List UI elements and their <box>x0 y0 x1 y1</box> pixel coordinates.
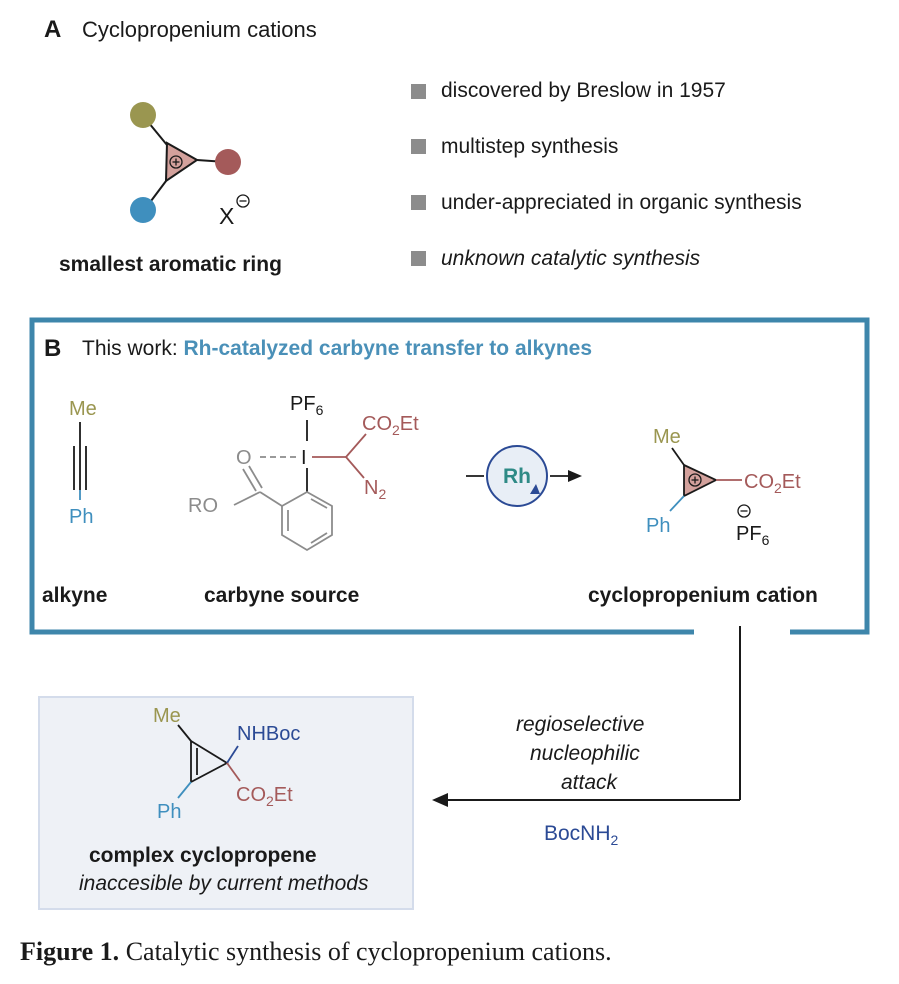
panel-b-letter: B <box>44 335 62 362</box>
substituent-olive-ball <box>130 102 156 128</box>
reagent-label: BocNH2 <box>544 822 619 849</box>
cyclopropene-ester-label: CO2Et <box>236 784 293 809</box>
bullet-square-icon <box>411 84 426 99</box>
substituent-blue-ball <box>130 197 156 223</box>
counterion-label: X <box>219 203 234 229</box>
alkyne-caption: alkyne <box>42 584 108 607</box>
bullet-text-2: multistep synthesis <box>441 135 619 158</box>
ester-label: CO2Et <box>362 413 419 438</box>
iodine-label: I <box>301 447 307 469</box>
product-ph-label: Ph <box>646 515 670 537</box>
panel-a-letter: A <box>44 16 62 43</box>
cation-caption: cyclopropenium cation <box>588 584 818 607</box>
bullet-text-1: discovered by Breslow in 1957 <box>441 79 726 102</box>
panel-b-prefix: This work: <box>82 337 184 360</box>
pf6-label: PF6 <box>290 393 324 418</box>
bullet-text-4: unknown catalytic synthesis <box>441 247 701 270</box>
product-ester-label: CO2Et <box>744 471 801 496</box>
panel-b-title: This work: Rh-catalyzed carbyne transfer… <box>82 337 592 361</box>
cyclopropene-me-label: Me <box>153 705 181 727</box>
bullet-square-icon <box>411 251 426 266</box>
ro-label: RO <box>188 495 218 517</box>
diazo-label: N2 <box>364 477 386 502</box>
arrow-text-1: regioselective <box>516 713 645 736</box>
panel-b-highlight: Rh-catalyzed carbyne transfer to alkynes <box>183 337 593 360</box>
figure-caption-label: Figure 1. <box>20 937 120 966</box>
minus-charge-icon <box>236 194 250 208</box>
plus-charge-icon <box>169 155 183 169</box>
substituent-red-ball <box>215 149 241 175</box>
minus-charge-icon <box>737 504 751 518</box>
cyclopropene-subcaption: inaccesible by current methods <box>79 872 369 895</box>
cyclopropene-caption: complex cyclopropene <box>89 844 317 867</box>
panel-c-box <box>38 696 414 910</box>
cyclopropene-ring <box>190 739 229 784</box>
product-me-label: Me <box>653 426 681 448</box>
panel-b-frame <box>29 317 870 635</box>
bullet-square-icon <box>411 195 426 210</box>
cyclopropene-ph-label: Ph <box>157 801 181 823</box>
alkyne-me-label: Me <box>69 398 97 420</box>
alkyne-ph-label: Ph <box>69 506 93 528</box>
arrow-text-2: nucleophilic <box>530 742 640 765</box>
product-pf6-label: PF6 <box>736 523 770 548</box>
bullet-text-3: under-appreciated in organic synthesis <box>441 191 802 214</box>
panel-a-title: Cyclopropenium cations <box>82 17 317 42</box>
figure-caption-text: Catalytic synthesis of cyclopropenium ca… <box>125 937 612 966</box>
arrow-text-3: attack <box>561 771 618 794</box>
bullet-square-icon <box>411 139 426 154</box>
figure-caption: Figure 1. Catalytic synthesis of cyclopr… <box>20 937 612 967</box>
carbonyl-o-label: O <box>236 447 252 469</box>
product-cyclopropenium-ring <box>683 463 719 498</box>
plus-charge-icon <box>688 473 702 487</box>
panel-a-caption: smallest aromatic ring <box>59 253 282 276</box>
rh-catalyst-label: Rh <box>503 465 531 488</box>
reaction-scheme: Me Ph PF6 I O CO2Et N2 RO Rh Me CO2Et Ph… <box>69 393 801 552</box>
carbyne-source-caption: carbyne source <box>204 584 360 607</box>
generic-cyclopropenium-structure: X <box>130 102 250 229</box>
nhboc-label: NHBoc <box>237 723 300 745</box>
